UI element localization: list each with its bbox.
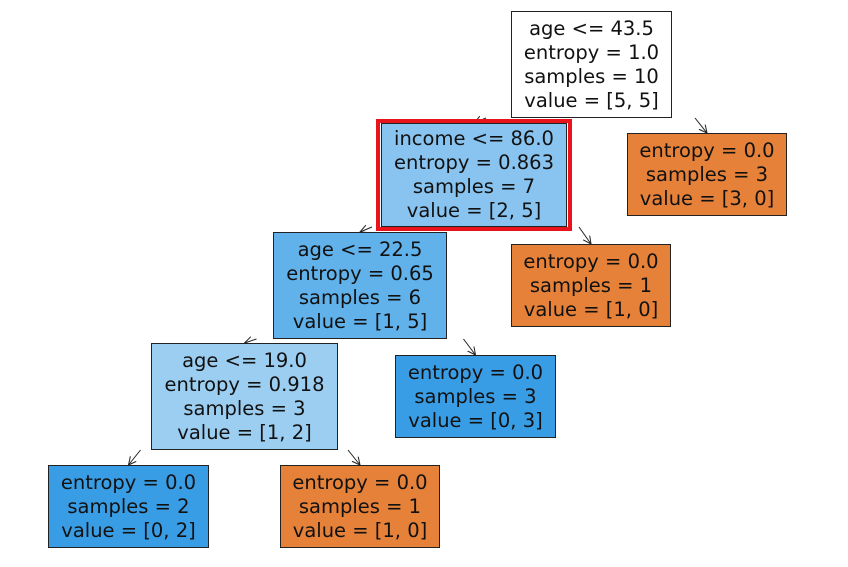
node-text-line: value = [3, 0] <box>639 186 775 210</box>
tree-edge-age3-to-leaf-age3-right <box>347 449 360 465</box>
node-text-line: samples = 10 <box>524 64 659 88</box>
node-text-line: entropy = 0.0 <box>407 360 544 384</box>
node-text-line: samples = 1 <box>529 273 653 297</box>
node-text-line: entropy = 1.0 <box>523 40 660 64</box>
node-text-line: samples = 3 <box>414 384 537 408</box>
tree-edge-age3-to-leaf-age3-left <box>129 449 141 465</box>
node-text-line: samples = 3 <box>645 162 769 186</box>
node-text-line: age <= 43.5 <box>529 16 654 40</box>
node-text-line: age <= 22.5 <box>297 237 423 261</box>
tree-edge-age2-to-leaf-age2-right <box>463 338 476 355</box>
node-text-line: value = [5, 5] <box>524 88 659 112</box>
node-text-line: value = [0, 3] <box>408 408 543 432</box>
node-text-line: entropy = 0.863 <box>394 151 554 174</box>
node-text-line: samples = 1 <box>298 494 422 518</box>
node-text-line: entropy = 0.0 <box>60 470 197 494</box>
node-text-line: samples = 7 <box>412 175 536 198</box>
node-text-line: value = [0, 2] <box>61 518 196 542</box>
node-text-line: entropy = 0.0 <box>639 138 775 162</box>
node-text-line: value = [1, 2] <box>177 420 312 444</box>
node-text-line: value = [1, 5] <box>292 309 428 333</box>
node-text-line: entropy = 0.918 <box>164 372 325 396</box>
tree-edge-income-to-leaf-income-right <box>578 226 591 244</box>
node-text-line: value = [2, 5] <box>406 199 542 222</box>
node-text-line: entropy = 0.0 <box>523 249 659 273</box>
node-text-line: entropy = 0.0 <box>292 470 428 494</box>
node-text-line: entropy = 0.65 <box>286 261 434 285</box>
node-text-line: samples = 2 <box>67 494 190 518</box>
node-text-line: samples = 6 <box>298 285 422 309</box>
node-text-line: value = [1, 0] <box>523 297 659 321</box>
node-text-line: samples = 3 <box>183 396 306 420</box>
node-text-line: age <= 19.0 <box>182 348 307 372</box>
node-text-line: value = [1, 0] <box>292 518 428 542</box>
node-text-line: income <= 86.0 <box>394 127 554 150</box>
tree-edge-root-to-leaf-right-top <box>694 117 707 133</box>
